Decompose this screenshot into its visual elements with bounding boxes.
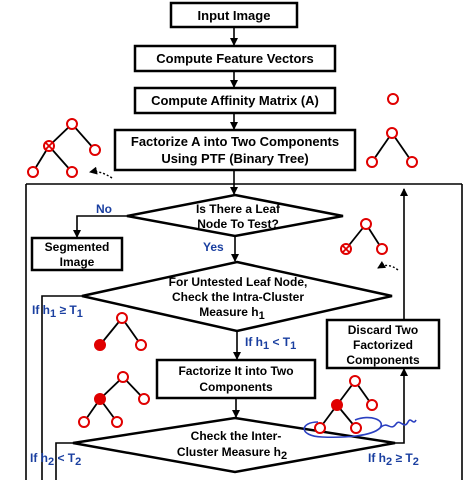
factorize-it-box: Factorize It into Two Components (155, 358, 317, 400)
if-h2-lt-t2-label: If h2 < T2 (30, 451, 81, 468)
compute-affinity-matrix-box: Compute Affinity Matrix (A) (133, 86, 337, 115)
segmented-image-box: Segmented Image (30, 236, 124, 272)
no-label: No (96, 202, 112, 216)
filled-leaf-tree-icon (94, 312, 147, 351)
if-h2-ge-t2-label: If h2 ≥ T2 (368, 451, 419, 468)
factorize-it-label-line2: Components (199, 380, 273, 394)
binary-tree-icon (27, 118, 101, 178)
discard-label-line1: Discard Two (348, 323, 418, 337)
discard-label-line3: Components (346, 353, 420, 367)
if-h1-ge-t1-label: If h1 ≥ T1 (32, 303, 83, 320)
compute-feature-vectors-box: Compute Feature Vectors (133, 44, 337, 73)
input-image-label: Input Image (198, 8, 271, 23)
crossed-node-icon (341, 244, 351, 254)
intra-label-line2: Check the Intra-Cluster (172, 290, 304, 304)
if-h1-lt-t1-label: If h1 < T1 (245, 335, 296, 352)
inter-label-line2: Cluster Measure h2 (177, 445, 287, 462)
intra-cluster-decision: For Untested Leaf Node, Check the Intra-… (81, 260, 393, 333)
discard-label-line2: Factorized (353, 338, 413, 352)
input-image-box: Input Image (169, 1, 299, 29)
segmented-image-label-line1: Segmented (45, 240, 110, 254)
expanded-binary-tree-icon (78, 371, 150, 428)
scribble-annotation (303, 416, 417, 439)
compute-affinity-matrix-label: Compute Affinity Matrix (A) (151, 93, 319, 108)
small-binary-tree-icon (366, 127, 418, 168)
crossed-node-icon (44, 141, 54, 151)
factorize-it-label-line1: Factorize It into Two (178, 364, 293, 378)
discard-candidate-tree-icon (314, 375, 378, 434)
intra-label-line3: Measure h1 (199, 305, 264, 322)
inter-cluster-decision: Check the Inter- Cluster Measure h2 (72, 416, 396, 474)
leaf-node-test-decision: Is There a Leaf Node To Test? (126, 193, 344, 238)
factorize-a-label-line2: Using PTF (Binary Tree) (161, 151, 308, 166)
discard-components-box: Discard Two Factorized Components (325, 318, 441, 370)
crossed-leaf-tree-icon (340, 218, 388, 255)
intra-label-line1: For Untested Leaf Node, (169, 275, 308, 289)
factorize-a-box: Factorize A into Two Components Using PT… (113, 128, 357, 172)
factorize-a-label-line1: Factorize A into Two Components (131, 134, 339, 149)
segmented-image-label-line2: Image (60, 255, 95, 269)
flow-connectors (25, 27, 463, 480)
compute-feature-vectors-label: Compute Feature Vectors (156, 51, 314, 66)
inter-label-line1: Check the Inter- (191, 429, 282, 443)
single-node-icon (387, 93, 399, 105)
yes-label: Yes (203, 240, 224, 254)
leaf-test-label-line1: Is There a Leaf (196, 202, 281, 216)
leaf-test-label-line2: Node To Test? (197, 217, 279, 231)
